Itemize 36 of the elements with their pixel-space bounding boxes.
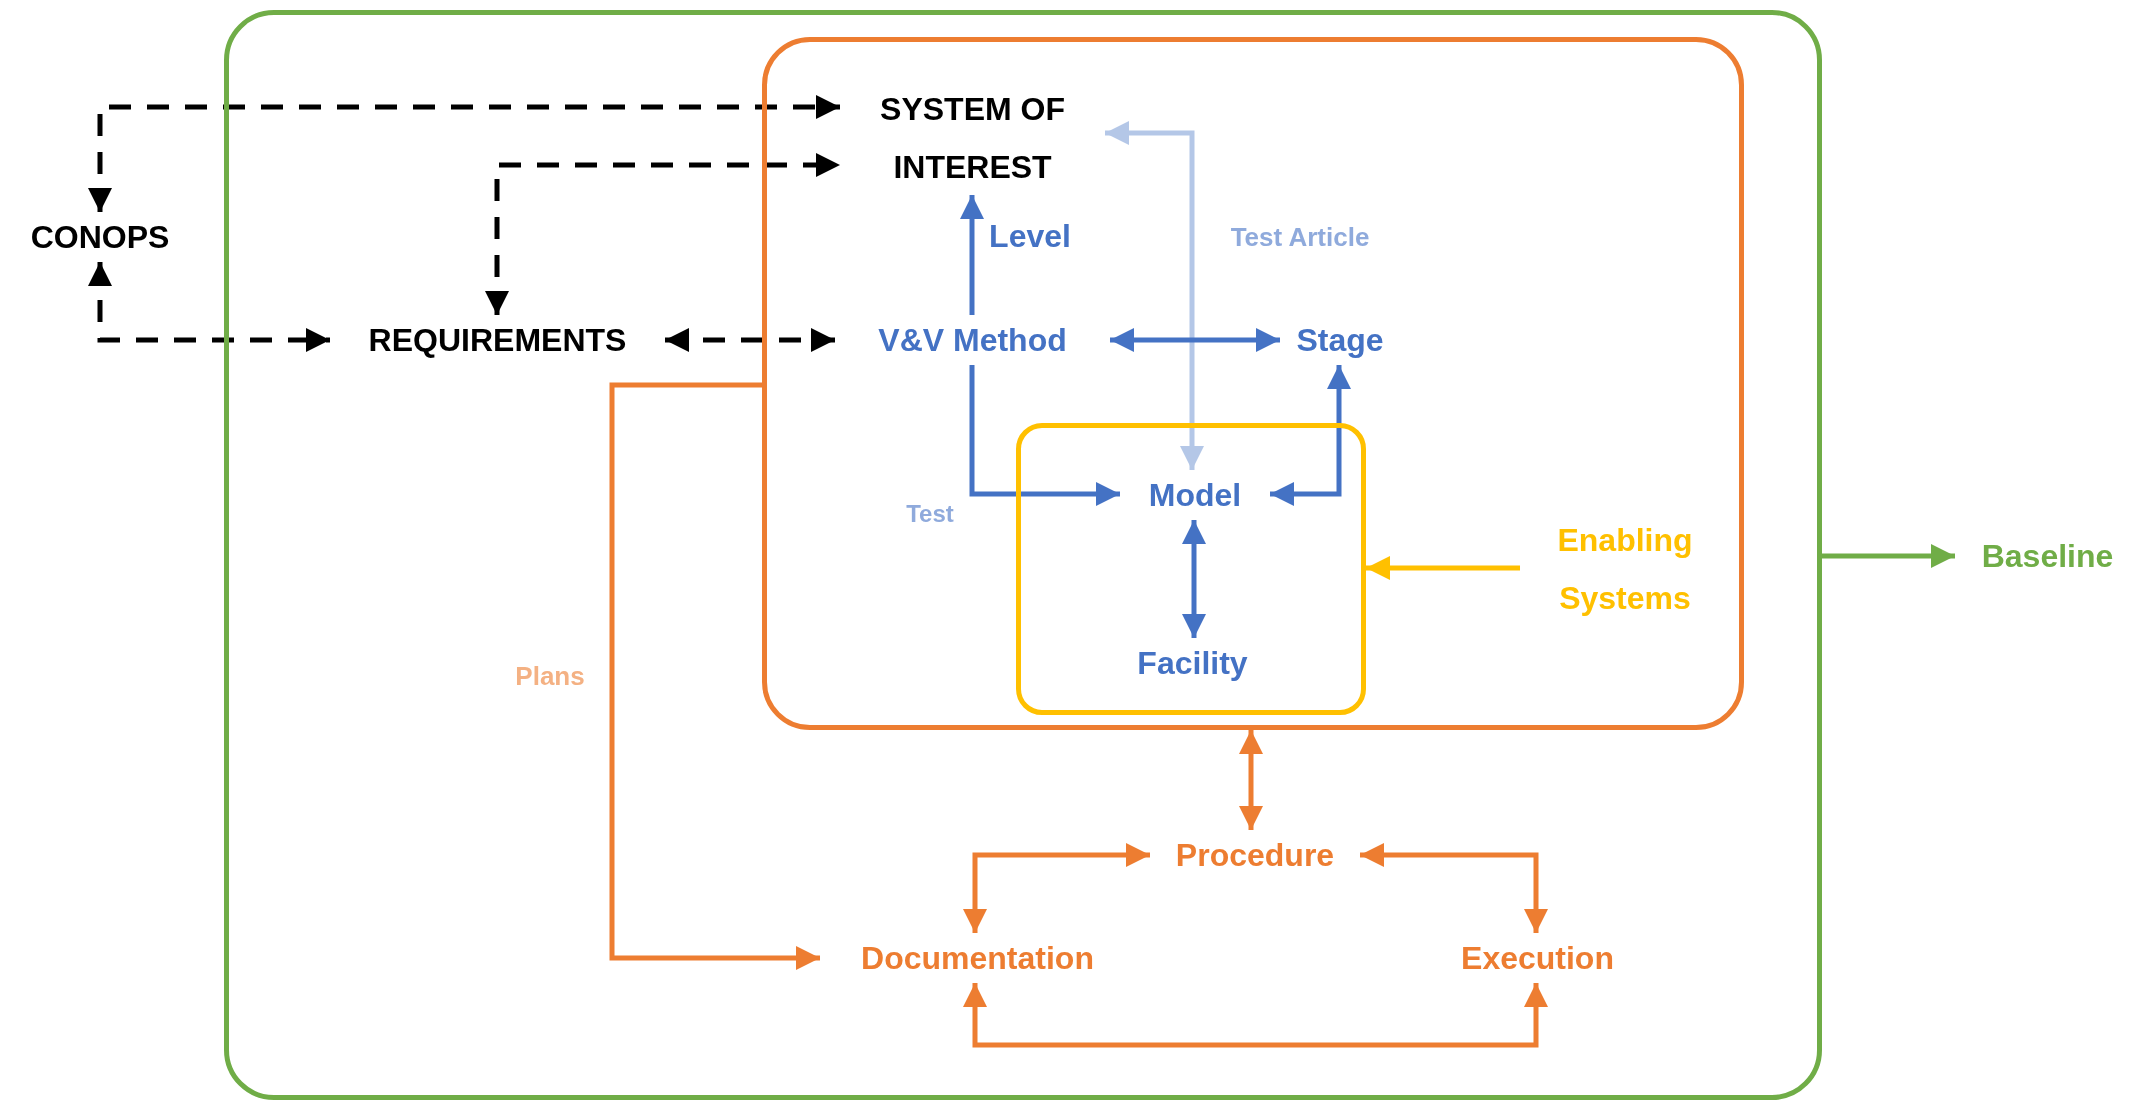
node-label: REQUIREMENTS <box>368 321 627 360</box>
group-frame <box>1016 423 1366 715</box>
arrow <box>960 195 984 315</box>
node-label: Procedure <box>1175 836 1335 875</box>
node-label: SYSTEM OF INTEREST <box>879 89 1066 187</box>
arrow <box>963 983 1548 1048</box>
arrow <box>1366 556 1520 580</box>
dashed-arrow <box>88 95 840 212</box>
dashed-arrow <box>88 262 330 352</box>
node-label: Model <box>1148 476 1242 515</box>
dashed-arrow <box>485 153 840 315</box>
node-label: Documentation <box>861 939 1094 978</box>
node-label: Baseline <box>1981 537 2114 576</box>
node-label: Stage <box>1296 321 1384 360</box>
arrow <box>1360 843 1548 933</box>
arrow <box>609 382 820 970</box>
arrow <box>963 843 1150 933</box>
edge-label: Test <box>906 500 954 528</box>
edge-label: Plans <box>515 660 585 692</box>
group-frame <box>762 37 1744 730</box>
node-label: Execution <box>1461 939 1614 978</box>
arrow <box>969 365 1120 506</box>
edge-label: Test Article <box>1230 221 1370 253</box>
node-label: CONOPS <box>29 218 171 257</box>
arrow <box>1105 121 1204 470</box>
dashed-arrow <box>665 328 835 352</box>
arrow <box>1110 328 1280 352</box>
edge-label: Level <box>989 217 1071 255</box>
arrow <box>1270 365 1351 506</box>
arrow <box>1239 730 1263 830</box>
group-frame <box>224 10 1822 1100</box>
node-label: Enabling Systems <box>1556 520 1694 618</box>
arrow <box>1822 544 1955 568</box>
node-label: V&V Method <box>878 321 1067 360</box>
arrow <box>1182 520 1206 638</box>
node-label: Facility <box>1137 644 1248 683</box>
